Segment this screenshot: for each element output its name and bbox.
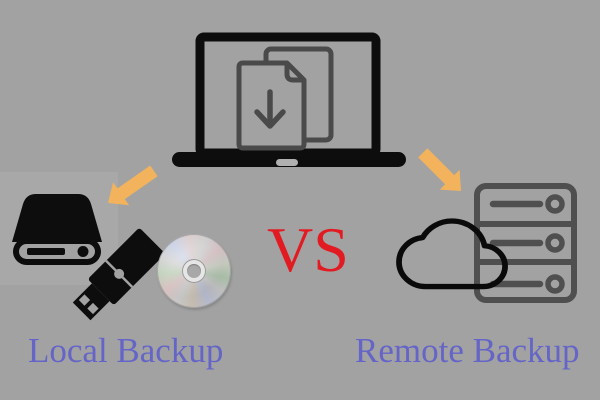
laptop-file-download-icon [172, 32, 406, 167]
cloud-icon [396, 218, 508, 290]
arrow-down-right-icon [418, 148, 461, 191]
laptop-base-notch [276, 159, 298, 166]
cd-center-ring [182, 259, 206, 283]
cd-center-hole [187, 264, 201, 278]
remote-backup-label: Remote Backup [355, 331, 580, 370]
usb-flash-drive-icon [72, 228, 165, 321]
arrow-down-left-icon [108, 165, 158, 206]
server-rack-icon [474, 183, 577, 303]
external-hard-drive-icon [12, 194, 102, 265]
document-fold [285, 61, 306, 82]
download-arrow-icon [254, 89, 286, 129]
local-backup-label: Local Backup [28, 331, 224, 370]
cd-disc-icon [157, 234, 231, 308]
versus-label: VS [267, 214, 349, 285]
